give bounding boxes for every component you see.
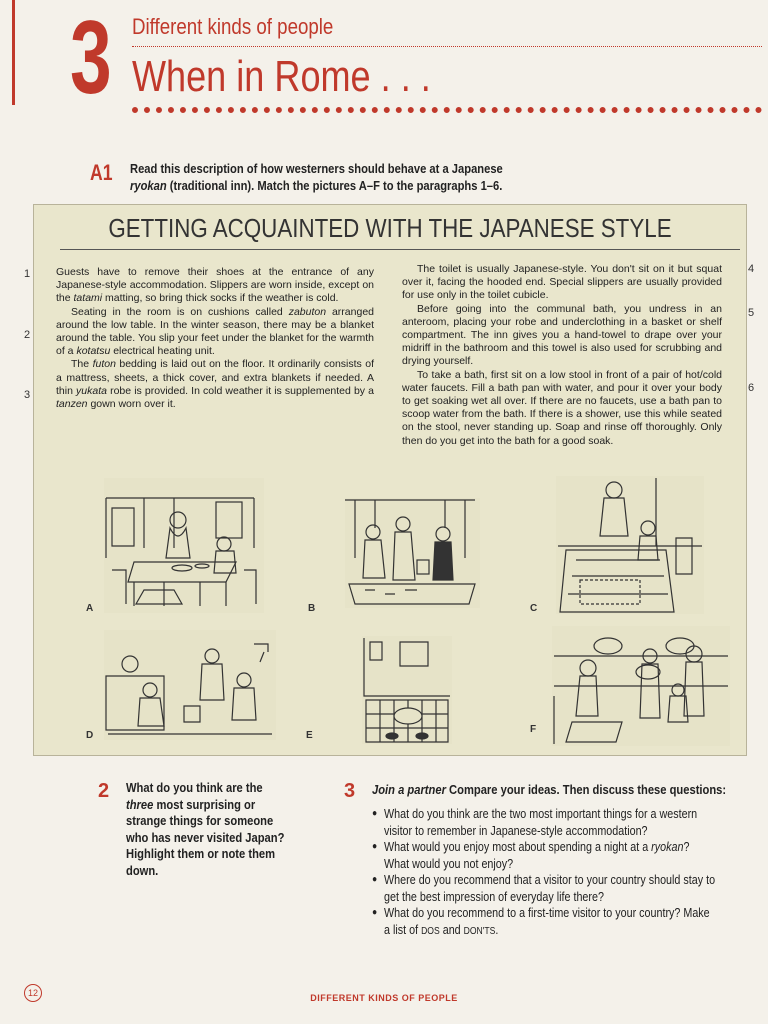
picture-b-entrance [345,498,480,608]
picture-a-dining-room [104,478,264,613]
picture-label-b: B [308,603,316,614]
page-title: When in Rome . . . [132,52,431,101]
text-column-right: The toilet is usually Japanese-style. Yo… [402,263,722,448]
task-3-label: 3 [344,780,356,802]
bedroom-scene-illustration [558,478,702,613]
paragraph-2: Seating in the room is on cushions calle… [56,305,374,358]
list-item: What would you enjoy most about spending… [372,839,716,872]
unit-number: 3 [70,0,112,116]
task-2-label: 2 [98,780,110,802]
panel-title: GETTING ACQUAINTED WITH THE JAPANESE STY… [108,213,672,243]
page-number: 12 [24,984,42,1002]
task-a1-instruction: Read this description of how westerners … [130,161,503,193]
paragraph-number-1: 1 [24,268,31,280]
paragraph-3: The futon bedding is laid out on the flo… [56,358,374,411]
paragraph-number-3: 3 [24,389,31,401]
changing-room-scene-illustration [553,637,728,744]
task-3-heading: Join a partner Compare your ideas. Then … [372,782,727,797]
bathing-scene-illustration [105,643,272,735]
paragraph-5: Before going into the communal bath, you… [402,302,722,368]
picture-label-f: F [530,724,537,735]
picture-e-toilet [362,636,452,744]
unit-subtitle: Different kinds of people [132,14,334,39]
picture-c-bedroom [556,476,704,614]
paragraph-number-6: 6 [748,382,755,394]
picture-label-e: E [306,730,313,741]
text-column-left: Guests have to remove their shoes at the… [56,266,374,411]
paragraph-number-4: 4 [748,263,755,275]
divider-thin [132,46,762,47]
divider-dotted [132,107,762,113]
picture-label-c: C [530,603,538,614]
list-item: What do you think are the two most impor… [372,806,716,839]
paragraph-1: Guests have to remove their shoes at the… [56,266,374,305]
picture-d-bathing [104,630,276,740]
paragraph-4: The toilet is usually Japanese-style. Yo… [402,263,722,302]
footer-section-title: DIFFERENT KINDS OF PEOPLE [310,993,458,1003]
paragraph-6: To take a bath, first sit on a low stool… [402,368,722,447]
task-3-questions: What do you think are the two most impor… [372,806,716,940]
picture-label-d: D [86,730,94,741]
list-item: What do you recommend to a first-time vi… [372,905,716,940]
paragraph-number-2: 2 [24,329,31,341]
margin-bar [12,0,15,105]
picture-label-a: A [86,603,94,614]
picture-f-changing-room [552,626,730,746]
task-2-question: What do you think are the three most sur… [126,780,285,878]
toilet-scene-illustration [363,638,450,743]
paragraph-number-5: 5 [748,307,755,319]
task-a1-label: A1 [90,160,113,185]
list-item: Where do you recommend that a visitor to… [372,872,716,905]
entrance-scene-illustration [345,499,476,605]
panel-rule [60,249,740,250]
dining-scene-illustration [105,497,257,606]
